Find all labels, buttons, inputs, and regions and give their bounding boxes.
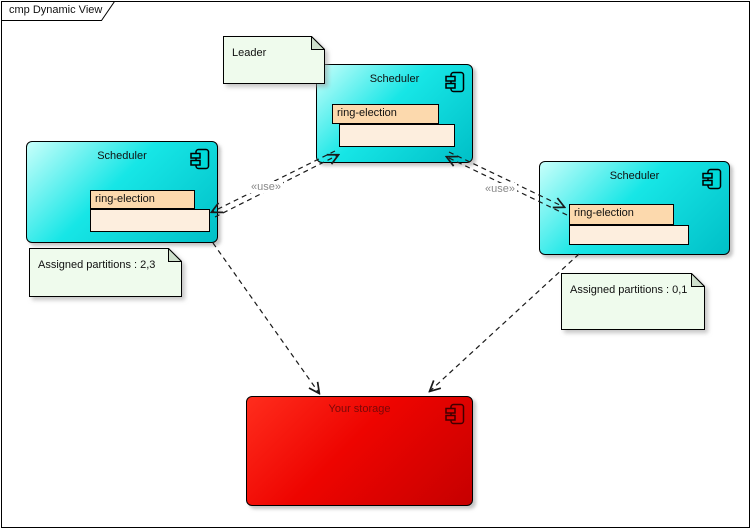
note-shape	[29, 247, 183, 297]
dependency-right-to-storage[interactable]	[430, 253, 580, 391]
use-dependency-top-to-right[interactable]	[448, 151, 564, 207]
ring-election-part[interactable]: ring-election	[90, 190, 195, 209]
component-scheduler-top[interactable]: Scheduler ring-election	[316, 64, 473, 163]
frame-title: cmp Dynamic View	[9, 4, 103, 16]
note-leader[interactable]: Leader	[223, 35, 326, 84]
frame-tab-shape	[1, 1, 116, 21]
component-icon	[445, 71, 465, 93]
use-dependency-top-to-left[interactable]	[212, 150, 336, 212]
ring-election-part[interactable]: ring-election	[332, 104, 439, 124]
note-shape	[223, 35, 326, 84]
use-stereotype-label-right: «use»	[483, 183, 517, 195]
component-title: Scheduler	[609, 170, 660, 182]
note-text: Assigned partitions : 2,3	[38, 259, 156, 271]
note-partitions-right[interactable]: Assigned partitions : 0,1	[561, 272, 706, 330]
note-partitions-left[interactable]: Assigned partitions : 2,3	[29, 247, 183, 297]
component-scheduler-right[interactable]: Scheduler ring-election	[539, 161, 730, 255]
dependency-left-to-storage[interactable]	[212, 242, 319, 393]
use-stereotype-label-left: «use»	[249, 181, 283, 193]
use-dependency-left-to-top[interactable]	[214, 155, 338, 218]
component-icon	[702, 168, 722, 190]
component-icon	[445, 403, 465, 425]
note-shape	[561, 272, 706, 330]
ring-election-part-body[interactable]	[569, 225, 689, 245]
note-text: Assigned partitions : 0,1	[570, 284, 688, 296]
component-icon	[190, 148, 210, 170]
frame-title-tab: cmp Dynamic View	[1, 1, 117, 22]
ring-election-part[interactable]: ring-election	[569, 204, 674, 225]
component-title: Scheduler	[369, 73, 420, 85]
component-title: Scheduler	[97, 150, 147, 162]
component-your-storage[interactable]: Your storage	[246, 396, 473, 506]
ring-election-part-body[interactable]	[90, 209, 210, 232]
component-scheduler-left[interactable]: Scheduler ring-election	[26, 141, 218, 243]
note-text: Leader	[232, 47, 267, 59]
component-title: Your storage	[328, 403, 391, 415]
ring-election-part-body[interactable]	[339, 124, 455, 147]
